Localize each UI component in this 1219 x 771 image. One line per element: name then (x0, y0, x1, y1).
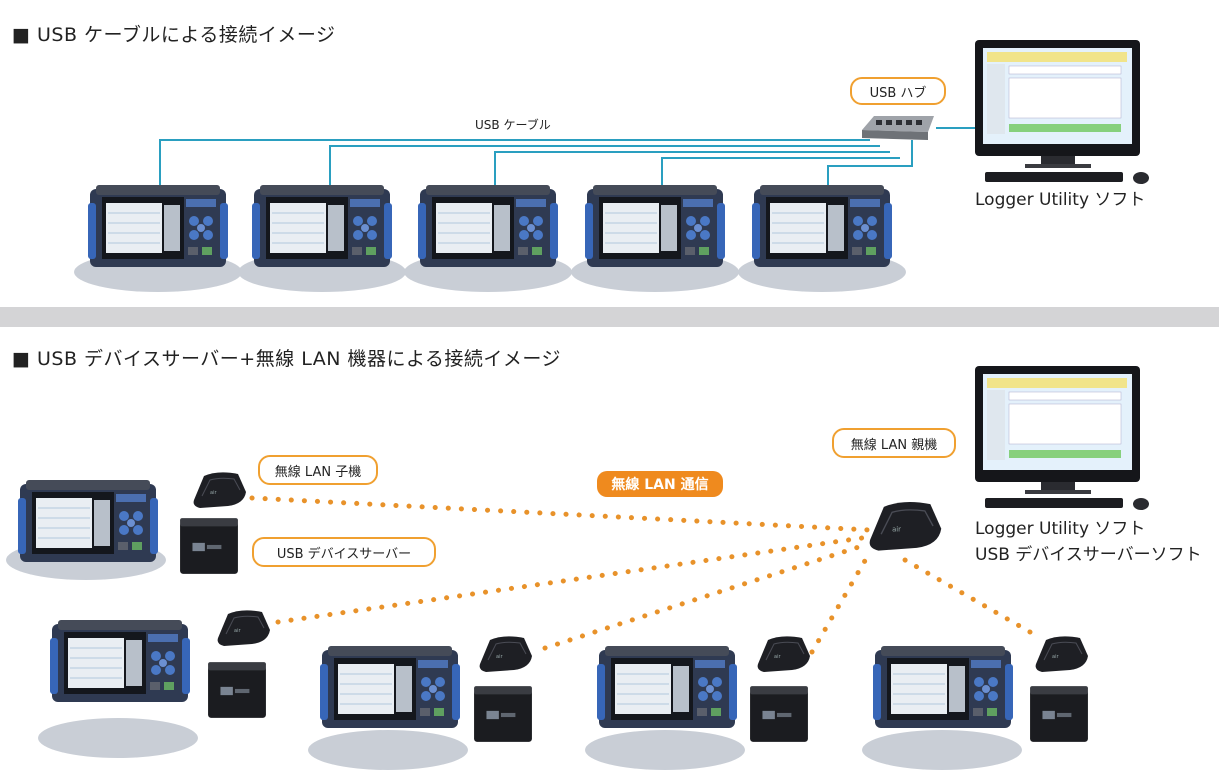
wireless-child-label: 無線 LAN 子機 (258, 455, 378, 485)
pc-bottom (975, 366, 1150, 511)
logger-row-2 (6, 471, 1089, 770)
usb-cables (159, 127, 978, 185)
pc-top (975, 40, 1150, 185)
pc-bottom-label-1: Logger Utility ソフト (975, 519, 1146, 539)
usb-hub-label: USB ハブ (850, 77, 946, 105)
usb-hub-device (862, 116, 934, 140)
section1-title: ■ USB ケーブルによる接続イメージ (12, 24, 336, 46)
wireless-links (249, 495, 1033, 655)
pc-top-label: Logger Utility ソフト (975, 190, 1146, 210)
section-divider (0, 307, 1219, 327)
wireless-parent-label: 無線 LAN 親機 (832, 428, 956, 458)
parent-router-device (868, 501, 942, 552)
wireless-comm-label: 無線 LAN 通信 (597, 471, 723, 497)
usb-cable-label: USB ケーブル (475, 118, 551, 132)
logger-row-1 (74, 184, 906, 292)
pc-bottom-label-2: USB デバイスサーバーソフト (975, 545, 1202, 565)
usb-device-server-label: USB デバイスサーバー (252, 537, 436, 567)
section2-title: ■ USB デバイスサーバー+無線 LAN 機器による接続イメージ (12, 348, 562, 370)
